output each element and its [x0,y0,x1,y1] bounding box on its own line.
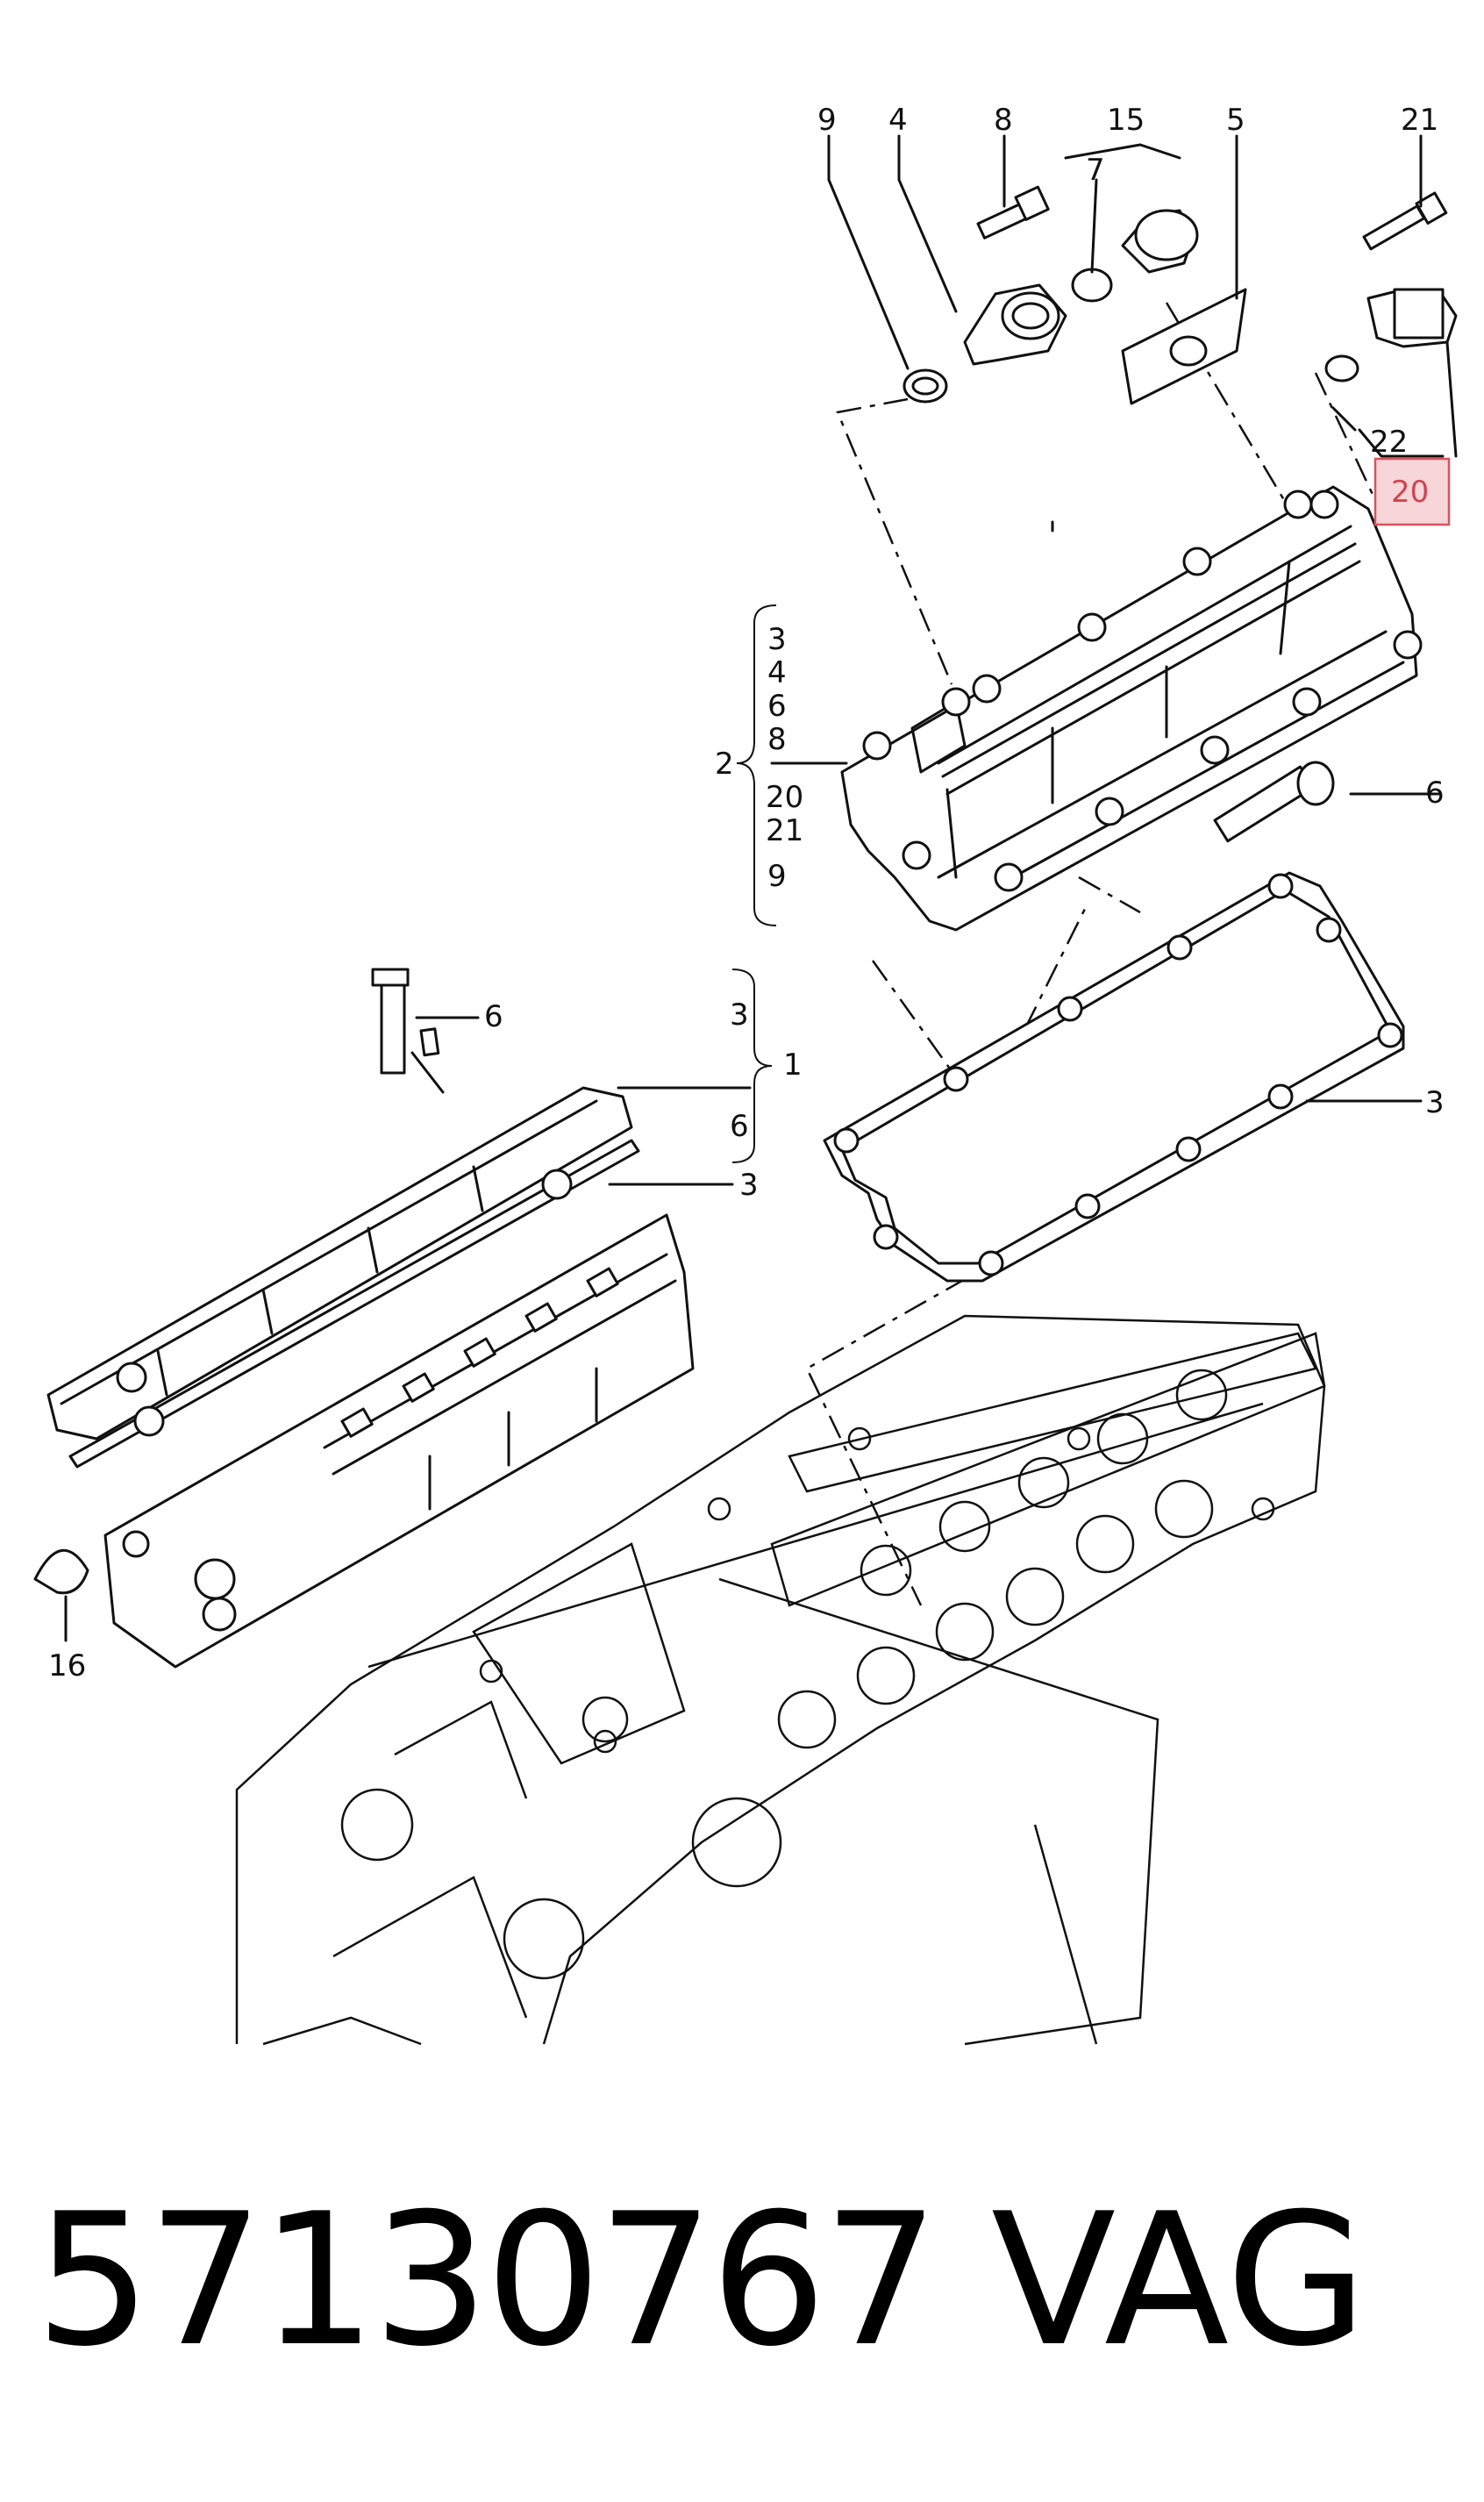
highlight-box-20 [1373,457,1451,526]
exploded-parts-diagram: 9 4 8 15 7 5 21 22 20 3 4 6 8 20 21 9 2 … [33,103,1458,2046]
bolt-21 [1362,204,1426,251]
brand-name: VAG [991,2175,1367,2387]
callout-16: 16 [48,1648,86,1683]
callout-8: 8 [994,103,1013,138]
valve-cover-upper [840,485,1423,932]
callout-3-left: 3 [739,1168,759,1203]
bolt-left [371,968,445,1094]
assembly-lines [805,302,1377,1606]
callout-15: 15 [1107,103,1145,138]
bracket1-item-3: 3 [730,997,749,1033]
cylinder-head-left [103,1213,695,1669]
callout-3-right: 3 [1425,1085,1445,1120]
callout-20-highlighted[interactable]: 20 [1391,475,1429,510]
bracket2-item-21: 21 [766,813,803,848]
part-info-footer: 57130767 VAG [0,2167,1484,2395]
callout-6-left: 6 [484,999,503,1034]
part-number: 57130767 [35,2175,939,2387]
engine-block [235,1314,1326,2046]
callout-labels: 9 4 8 15 7 5 21 22 20 3 4 6 8 20 21 9 2 … [48,103,1451,1683]
cover-bolt-holes [862,490,1423,892]
leader-lines [64,134,1445,1642]
callout-21: 21 [1401,103,1438,138]
o-ring-22 [1324,354,1359,382]
callout-7: 7 [1086,153,1105,188]
o-ring-7 [1071,268,1113,303]
bracket1-item-6: 6 [730,1109,749,1144]
callout-6-right: 6 [1425,776,1445,811]
callout-5: 5 [1226,103,1245,138]
bracket2-item-8: 8 [767,722,787,757]
callout-9: 9 [817,103,837,138]
valve-cover-left [46,968,640,1469]
bracket2-item-6: 6 [767,689,787,724]
seal-16 [33,1548,89,1595]
callout-1: 1 [783,1047,803,1083]
bracket2-item-4: 4 [767,655,787,690]
callout-4: 4 [888,103,908,138]
top-small-parts [33,185,1458,1595]
callout-2: 2 [715,747,734,782]
gasket-right [823,871,1405,1283]
bracket2-item-20: 20 [766,780,803,815]
callout-22: 22 [1370,425,1408,460]
bracket2-item-3: 3 [767,622,787,657]
bracket2-item-9: 9 [767,859,787,894]
